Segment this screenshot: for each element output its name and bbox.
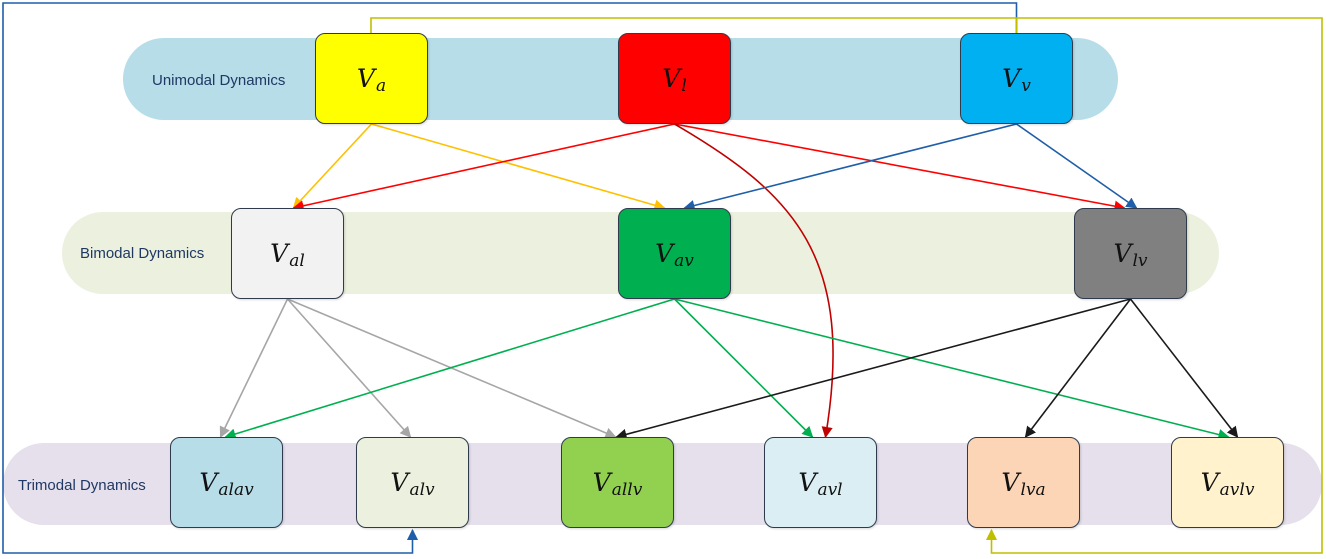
label-unimodal: Unimodal Dynamics — [152, 72, 286, 89]
edge-lv-lva — [1024, 298, 1132, 438]
label-trimodal: Trimodal Dynamics — [18, 477, 146, 494]
edge-av-avlv — [674, 298, 1230, 440]
label-bimodal: Bimodal Dynamics — [80, 245, 205, 262]
edge-feedback-alv — [2, 2, 1018, 554]
edge-l-lv — [674, 123, 1126, 212]
edge-av-avl — [673, 298, 814, 438]
edge-a-al — [292, 123, 373, 209]
edge-v-av — [683, 123, 1017, 211]
edge-l-al — [292, 123, 675, 212]
edge-lv-avlv — [1129, 298, 1239, 438]
edge-lv-allv — [615, 298, 1131, 440]
edge-al-alav — [219, 298, 289, 439]
edge-a-av — [371, 123, 666, 211]
edge-av-alav — [224, 298, 675, 440]
edge-feedback-lva — [370, 17, 1323, 554]
edge-v-lv — [1016, 123, 1138, 209]
edge-al-alv — [286, 298, 412, 438]
edge-l-avl — [674, 123, 834, 439]
